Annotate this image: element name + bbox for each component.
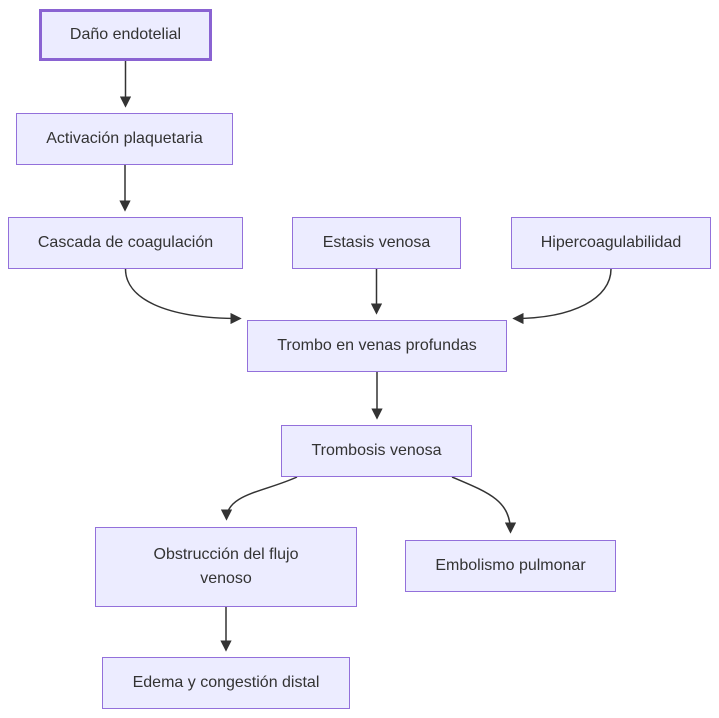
edge-trombosis-to-embolismo (451, 476, 517, 534)
node-trombosis-venosa: Trombosis venosa (281, 425, 472, 477)
node-obstruccion-flujo: Obstrucción del flujo venoso (95, 527, 357, 607)
node-edema-congestion: Edema y congestión distal (102, 657, 350, 709)
node-cascada-coagulacion: Cascada de coagulación (8, 217, 243, 269)
node-activacion-plaquetaria: Activación plaquetaria (16, 113, 233, 165)
node-trombo-venas-profundas: Trombo en venas profundas (247, 320, 507, 372)
edge-hipercoag-to-trombo (512, 268, 612, 325)
edge-cascada-to-trombo (124, 268, 242, 325)
node-dano-endotelial: Daño endotelial (39, 9, 212, 61)
node-hipercoagulabilidad: Hipercoagulabilidad (511, 217, 711, 269)
edge-trombosis-to-obstruccion (220, 476, 298, 521)
node-estasis-venosa: Estasis venosa (292, 217, 461, 269)
node-embolismo-pulmonar: Embolismo pulmonar (405, 540, 616, 592)
